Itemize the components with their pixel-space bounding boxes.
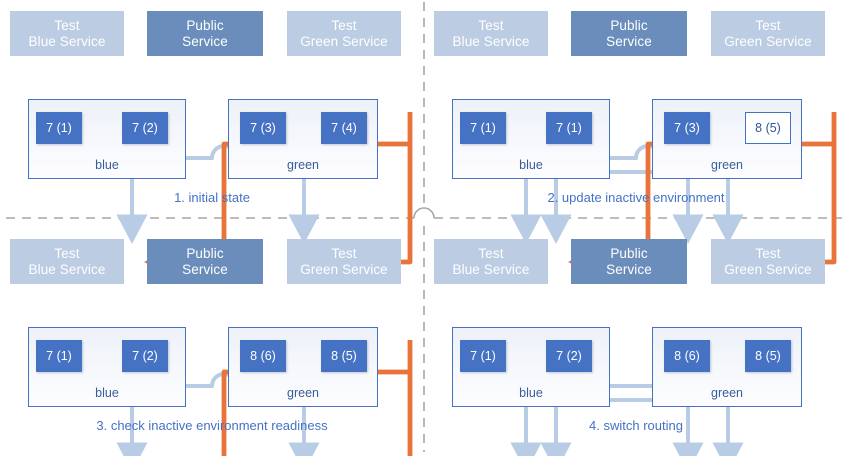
service-public[interactable]: Public Service <box>571 239 687 284</box>
service-public-label: Public Service <box>182 17 228 49</box>
service-test-green[interactable]: Test Green Service <box>711 239 825 284</box>
service-test-blue-label: Test Blue Service <box>452 17 530 49</box>
service-test-green-label: Test Green Service <box>724 17 812 49</box>
instance-blue-2[interactable]: 7 (2) <box>122 340 168 372</box>
instance-green-2[interactable]: 8 (5) <box>745 112 791 144</box>
service-public-label: Public Service <box>606 17 652 49</box>
service-test-blue-label: Test Blue Service <box>28 17 106 49</box>
panel-3-caption: 3. check inactive environment readiness <box>96 418 328 433</box>
service-test-green[interactable]: Test Green Service <box>711 11 825 56</box>
panel-4: Test Blue Service Public Service Test Gr… <box>424 228 848 456</box>
service-test-blue[interactable]: Test Blue Service <box>434 239 548 284</box>
service-test-green-label: Test Green Service <box>300 17 388 49</box>
instance-blue-1[interactable]: 7 (1) <box>36 340 82 372</box>
instance-green-2[interactable]: 7 (4) <box>321 112 367 144</box>
service-test-green-label: Test Green Service <box>724 245 812 277</box>
environment-green-label: green <box>711 158 743 172</box>
instance-green-1[interactable]: 8 (6) <box>664 340 710 372</box>
environment-blue-label: blue <box>519 158 543 172</box>
service-test-green-label: Test Green Service <box>300 245 388 277</box>
environment-blue-label: blue <box>95 386 119 400</box>
panel-4-caption: 4. switch routing <box>589 418 683 433</box>
panel-2-caption: 2. update inactive environment <box>547 190 725 205</box>
environment-green-label: green <box>287 386 319 400</box>
service-test-blue[interactable]: Test Blue Service <box>10 11 124 56</box>
environment-green-label: green <box>287 158 319 172</box>
service-test-blue[interactable]: Test Blue Service <box>434 11 548 56</box>
service-public-label: Public Service <box>182 245 228 277</box>
panel-3: Test Blue Service Public Service Test Gr… <box>0 228 704 456</box>
instance-green-1[interactable]: 7 (3) <box>240 112 286 144</box>
service-test-blue-label: Test Blue Service <box>452 245 530 277</box>
environment-blue-label: blue <box>95 158 119 172</box>
service-test-blue-label: Test Blue Service <box>28 245 106 277</box>
environment-blue-label: blue <box>519 386 543 400</box>
instance-green-2[interactable]: 8 (5) <box>321 340 367 372</box>
instance-blue-2[interactable]: 7 (2) <box>122 112 168 144</box>
panel-1-caption: 1. initial state <box>174 190 250 205</box>
instance-blue-2[interactable]: 7 (2) <box>546 340 592 372</box>
environment-green-label: green <box>711 386 743 400</box>
service-test-blue[interactable]: Test Blue Service <box>10 239 124 284</box>
instance-blue-1[interactable]: 7 (1) <box>460 340 506 372</box>
instance-blue-1[interactable]: 7 (1) <box>36 112 82 144</box>
panel-2: Test Blue Service Public Service Test Gr… <box>424 0 848 281</box>
service-public[interactable]: Public Service <box>147 239 263 284</box>
service-test-green[interactable]: Test Green Service <box>287 239 401 284</box>
service-public[interactable]: Public Service <box>571 11 687 56</box>
instance-green-1[interactable]: 8 (6) <box>240 340 286 372</box>
service-public[interactable]: Public Service <box>147 11 263 56</box>
instance-blue-1[interactable]: 7 (1) <box>460 112 506 144</box>
instance-green-1[interactable]: 7 (3) <box>664 112 710 144</box>
panel-1: Test Blue Service Public Service Test Gr… <box>0 0 704 281</box>
service-test-green[interactable]: Test Green Service <box>287 11 401 56</box>
service-public-label: Public Service <box>606 245 652 277</box>
instance-blue-2[interactable]: 7 (1) <box>546 112 592 144</box>
instance-green-2[interactable]: 8 (5) <box>745 340 791 372</box>
